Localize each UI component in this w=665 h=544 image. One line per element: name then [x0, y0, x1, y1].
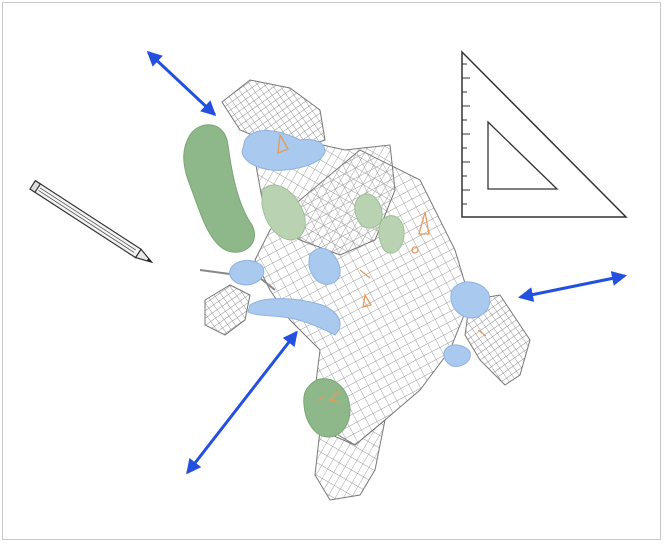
district-top [221, 79, 326, 151]
park-south [303, 378, 351, 438]
arrow-bottom-left [186, 330, 298, 475]
district-west [204, 284, 251, 336]
park-north [261, 184, 306, 241]
park-east [378, 215, 405, 254]
park-large [183, 124, 255, 253]
pond-southeast [443, 344, 471, 367]
city-map [183, 79, 531, 501]
lake-center [308, 247, 341, 285]
pencil-icon [29, 179, 154, 264]
arrow-top-left [146, 50, 217, 117]
arrow-right [518, 271, 627, 302]
district-south [314, 418, 386, 501]
set-square-icon [461, 50, 628, 218]
river-bend [247, 298, 341, 336]
lake-west [229, 260, 265, 286]
double-arrow-icon [146, 50, 627, 475]
landmark-markers [277, 132, 487, 403]
district-east [464, 294, 531, 386]
lake-east [450, 281, 491, 319]
park-center [354, 193, 383, 229]
